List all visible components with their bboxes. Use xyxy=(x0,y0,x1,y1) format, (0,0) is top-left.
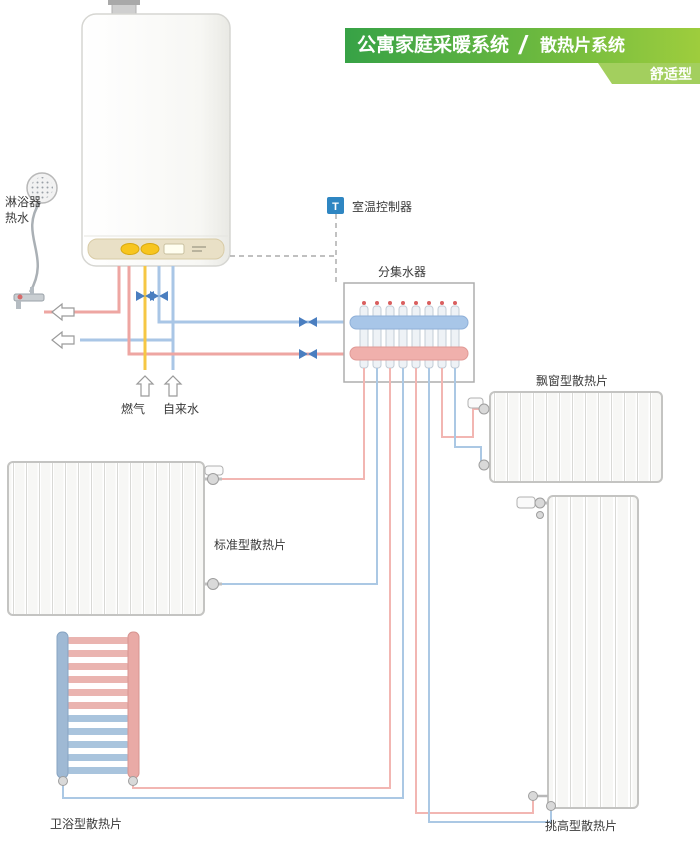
radiator-valve xyxy=(534,497,546,509)
banner-bar xyxy=(345,28,700,63)
radiator-tall-label: 挑高型散热片 xyxy=(545,818,617,833)
radiator-towel: 卫浴型散热片 xyxy=(50,631,140,831)
radiator-towel-label: 卫浴型散热片 xyxy=(50,816,122,831)
boiler-display xyxy=(163,243,185,255)
towel-rail-left xyxy=(56,631,69,779)
radiator-standard-label: 标准型散热片 xyxy=(214,537,286,552)
banner-subtitle-strip xyxy=(598,63,700,84)
radiator-valve xyxy=(478,459,490,471)
boiler xyxy=(81,0,231,267)
radiator-valve xyxy=(478,403,490,415)
banner-title-1: 公寓家庭采暖系统 xyxy=(357,33,509,56)
pipe-to-tall-supply xyxy=(415,368,534,814)
boiler-logo-mark2 xyxy=(192,250,202,252)
manifold-return-bar xyxy=(349,315,469,330)
gas-label: 燃气 xyxy=(121,401,145,416)
radiator-bay-window: 飘窗型散热片 xyxy=(467,373,663,483)
radiator-valve xyxy=(58,776,68,786)
radiator-valve xyxy=(536,511,544,519)
boiler-logo-mark xyxy=(192,246,206,248)
up-arrow-icon xyxy=(135,375,155,397)
manifold-label: 分集水器 xyxy=(378,264,426,279)
banner-separator: / xyxy=(518,30,529,60)
banner-subtitle: 舒适型 xyxy=(650,66,692,82)
radiator-tall-body xyxy=(547,495,639,809)
dhw-pipe xyxy=(44,266,121,314)
shower-unit: 淋浴器 热水 xyxy=(5,172,58,309)
radiator-valve xyxy=(546,801,556,811)
thermostat-label: 室温控制器 xyxy=(352,199,412,214)
radiator-standard-body xyxy=(7,461,205,616)
radiator-valve xyxy=(207,578,219,590)
thermostatic-head xyxy=(516,496,536,509)
shower-faucet xyxy=(13,287,45,309)
thermostat-icon-letter: T xyxy=(332,201,339,213)
boiler-flue-cap xyxy=(108,0,140,5)
left-arrow-icon xyxy=(51,302,75,322)
title-banner: 公寓家庭采暖系统 / 散热片系统 舒适型 xyxy=(345,28,700,84)
pipe-to-standard-return xyxy=(218,368,378,585)
boiler-button-1 xyxy=(120,243,140,255)
shower-head-face xyxy=(31,177,53,199)
pipe-to-tall-return xyxy=(428,368,552,823)
valve-icon xyxy=(299,317,317,359)
radiator-valve xyxy=(128,776,138,786)
banner-title-2: 散热片系统 xyxy=(540,35,625,55)
thermostatic-head xyxy=(467,397,484,409)
control-wiring xyxy=(230,214,337,283)
heating-supply-pipe xyxy=(127,266,352,356)
radiator-standard: 标准型散热片 xyxy=(7,461,286,616)
heating-return-pipe xyxy=(157,266,352,324)
towel-rungs xyxy=(66,637,130,774)
shower-hose xyxy=(28,201,42,293)
supply-pipes xyxy=(44,266,352,370)
tap-water-label: 自来水 xyxy=(163,402,199,416)
radiator-valve xyxy=(207,473,219,485)
towel-rail-right xyxy=(127,631,140,779)
manifold-supply-bar xyxy=(349,346,469,361)
shower-label-line2: 热水 xyxy=(5,211,29,225)
left-arrow-icon xyxy=(51,330,75,350)
manifold: 分集水器 xyxy=(343,264,475,383)
pipe-to-standard-supply xyxy=(218,368,365,480)
radiator-bay-body xyxy=(489,391,663,483)
radiator-bay-label: 飘窗型散热片 xyxy=(536,373,608,388)
pipe-to-bay-supply xyxy=(441,368,489,438)
valve-icon xyxy=(136,291,168,301)
shower-label-line1: 淋浴器 xyxy=(5,195,41,209)
up-arrow-icon xyxy=(163,375,183,397)
pipe-to-bathroom-return xyxy=(62,368,404,799)
flow-arrows xyxy=(51,302,183,397)
thermostat: T 室温控制器 xyxy=(327,197,412,214)
boiler-body xyxy=(81,13,231,267)
boiler-button-2 xyxy=(140,243,160,255)
radiator-tall: 挑高型散热片 xyxy=(516,495,639,833)
thermostat-icon xyxy=(327,197,344,214)
radiator-valve xyxy=(528,791,538,801)
